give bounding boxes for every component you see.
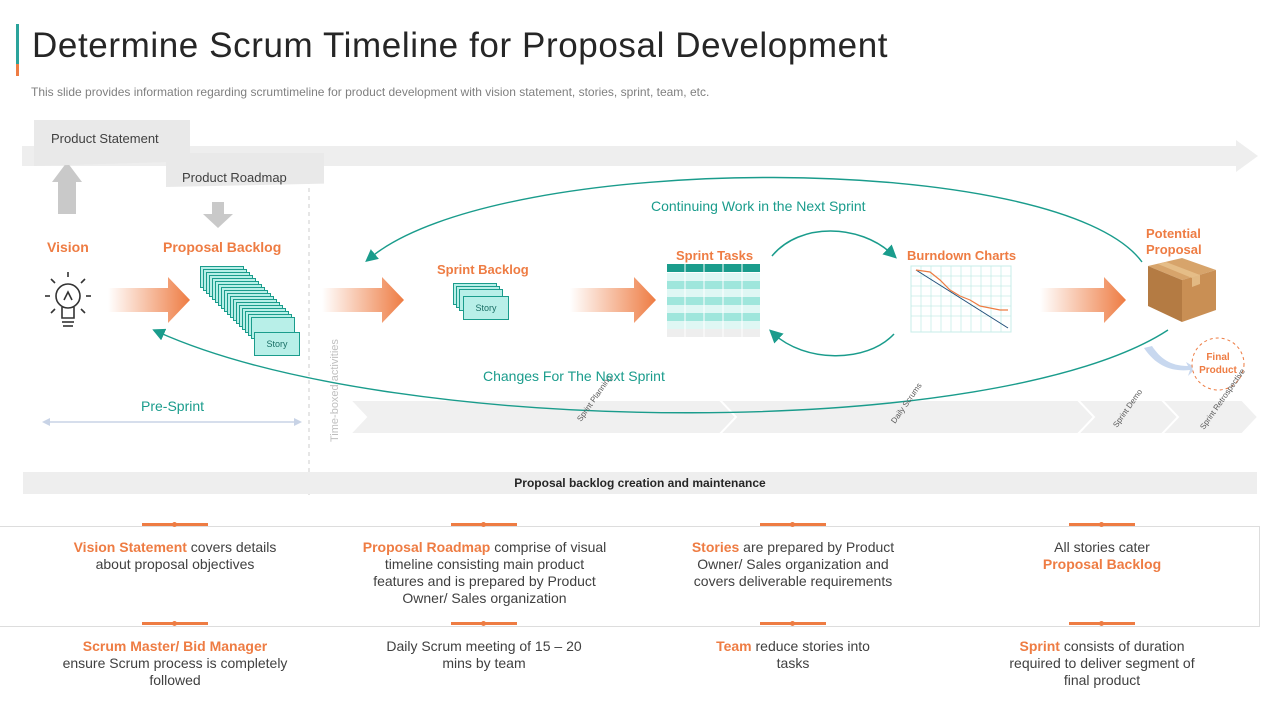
continuing-work-label: Continuing Work in the Next Sprint <box>651 198 866 214</box>
story-card-front: Story <box>463 296 509 320</box>
time-boxed-label: Time-boxed activities <box>329 339 341 442</box>
info-cell-vision-statement: Vision Statement covers details about pr… <box>73 539 277 572</box>
title-accent-bar <box>16 24 19 76</box>
page-title: Determine Scrum Timeline for Proposal De… <box>32 26 889 65</box>
product-roadmap-tag: Product Roadmap <box>166 153 324 187</box>
cell-accent <box>451 621 517 626</box>
final-product-circle <box>1191 337 1245 391</box>
cell-accent <box>142 522 208 527</box>
potential-proposal-label: Potential Proposal <box>1146 226 1202 257</box>
product-statement-tag: Product Statement <box>34 120 190 166</box>
cell-accent <box>451 522 517 527</box>
sprint-loop-top-arc <box>771 230 897 259</box>
proposal-backlog-label: Proposal Backlog <box>163 239 282 255</box>
pre-sprint-label: Pre-Sprint <box>141 398 205 414</box>
timeline-top-arrow <box>22 140 1258 172</box>
flow-arrow-3 <box>570 277 656 323</box>
info-grid-border <box>0 526 1260 627</box>
flow-arrow-2 <box>322 277 404 323</box>
cell-accent <box>760 522 826 527</box>
info-cell-stories: Stories are prepared by Product Owner/ S… <box>691 539 895 589</box>
info-cell-team: Team reduce stories into tasks <box>716 638 870 671</box>
story-card-front: Story <box>254 332 300 356</box>
sprint-backlog-label: Sprint Backlog <box>437 262 529 277</box>
burndown-chart-icon <box>910 265 1012 333</box>
sprint-loop-bottom-arc <box>769 329 895 357</box>
sprint-tasks-label: Sprint Tasks <box>676 248 754 263</box>
flow-arrow-1 <box>108 277 190 323</box>
flow-arrow-4 <box>1040 277 1126 323</box>
info-cell-scrum-master: Scrum Master/ Bid Manager ensure Scrum p… <box>62 638 288 688</box>
title-accent-bar-orange <box>16 64 19 76</box>
pre-sprint-range-arrow <box>42 418 302 426</box>
cell-accent <box>1069 621 1135 626</box>
sprint-tasks-table-icon <box>667 264 760 337</box>
proposal-backlog-stack: Story <box>200 266 304 360</box>
box-icon <box>1148 258 1216 322</box>
cell-accent <box>1069 522 1135 527</box>
sprint-backlog-stack: Story <box>453 283 511 323</box>
info-cell-all-stories: All stories cater Proposal Backlog <box>1042 539 1162 572</box>
final-product-arrow <box>1144 346 1196 376</box>
lightbulb-icon <box>45 272 91 327</box>
info-cell-sprint: Sprint consists of duration required to … <box>1009 638 1195 688</box>
final-product-label: Final Product <box>1199 352 1237 376</box>
cell-accent <box>142 621 208 626</box>
burndown-charts-label: Burndown Charts <box>907 248 1017 263</box>
vision-up-arrow <box>52 162 82 214</box>
cell-accent <box>760 621 826 626</box>
proposal-backlog-bar: Proposal backlog creation and maintenanc… <box>23 472 1257 494</box>
info-cell-daily-scrum: Daily Scrum meeting of 15 – 20 mins by t… <box>386 638 582 671</box>
roadmap-down-arrow <box>203 202 233 228</box>
vision-label: Vision <box>47 239 89 255</box>
info-cell-proposal-roadmap: Proposal Roadmap comprise of visual time… <box>362 539 607 606</box>
page-subtitle: This slide provides information regardin… <box>31 85 710 99</box>
changes-next-label: Changes For The Next Sprint <box>483 368 665 384</box>
continuing-work-arc <box>365 176 1143 263</box>
changes-next-arc <box>152 328 1169 414</box>
